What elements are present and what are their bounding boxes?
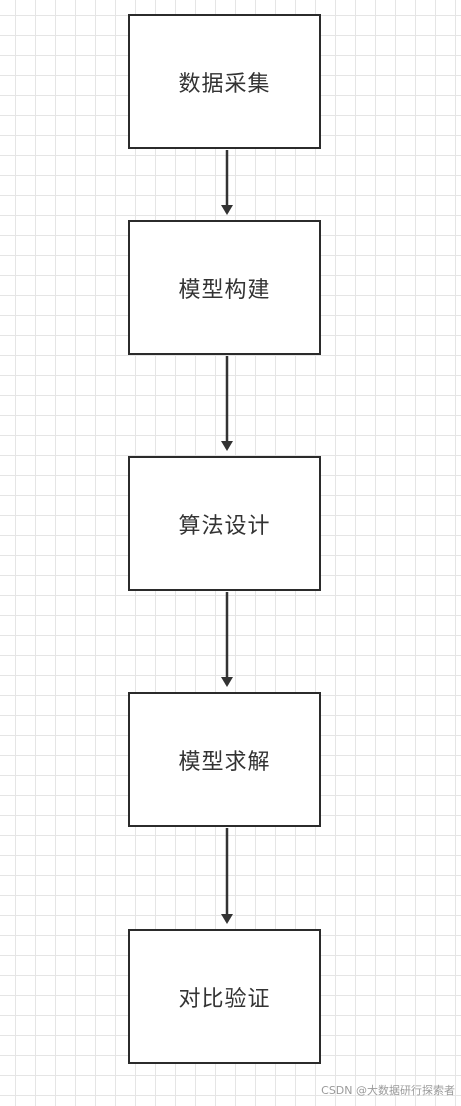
flow-step-label: 模型构建: [178, 277, 271, 303]
watermark: CSDN @大数据研行探索者: [321, 1084, 455, 1097]
flow-step-comparison-validation[interactable]: 对比验证: [128, 929, 321, 1064]
flow-step-label: 对比验证: [178, 986, 271, 1012]
flow-step-label: 数据采集: [178, 71, 271, 97]
flow-step-algorithm-design[interactable]: 算法设计: [128, 456, 321, 591]
flow-step-label: 算法设计: [178, 513, 271, 539]
flow-step-label: 模型求解: [178, 749, 271, 775]
flow-step-model-building[interactable]: 模型构建: [128, 220, 321, 355]
flow-step-model-solving[interactable]: 模型求解: [128, 692, 321, 827]
flow-step-data-collection[interactable]: 数据采集: [128, 14, 321, 149]
